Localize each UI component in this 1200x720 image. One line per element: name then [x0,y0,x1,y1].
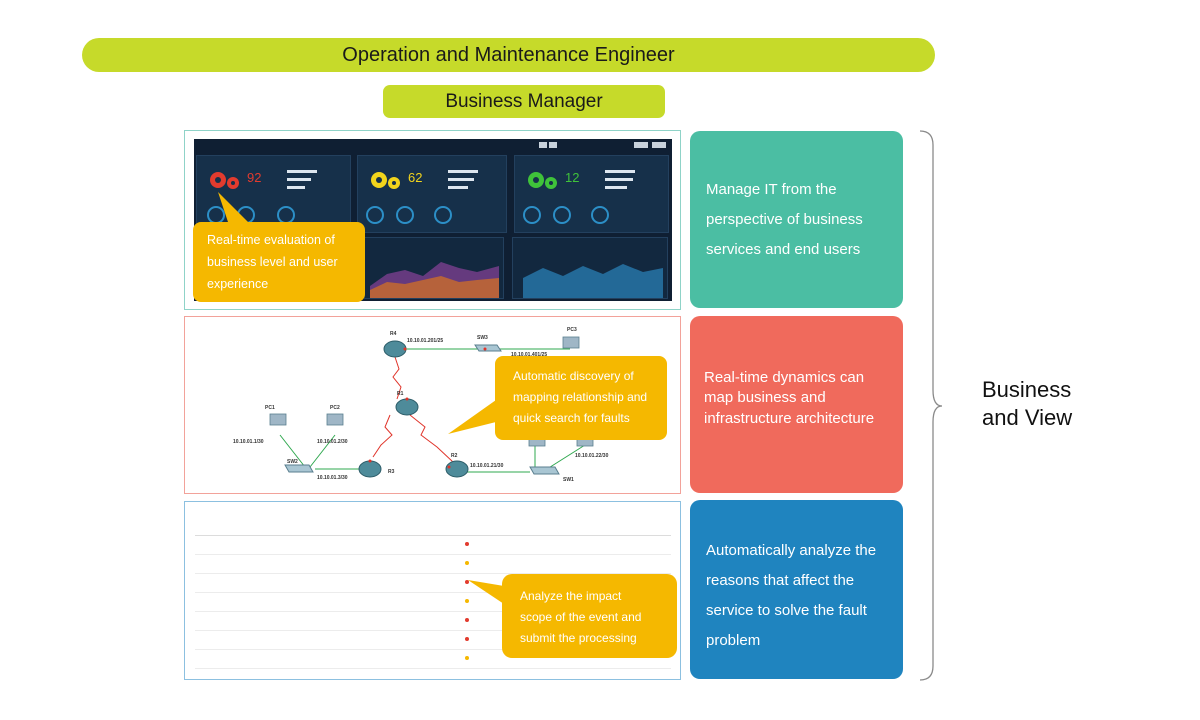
ring-gauge [591,206,609,224]
status-dot [465,542,469,546]
callout-text: Analyze the impact scope of the event an… [520,589,642,645]
node-label: PC2 [330,405,340,411]
metric-bar [287,178,311,181]
table-row [195,536,671,555]
callout-pointer [468,580,504,604]
feature-text: Automatically analyze the reasons that a… [706,542,877,649]
area-chart-graphic [523,264,663,298]
ring-gauge [434,206,452,224]
feature-text: Real-time dynamics can map business and … [704,369,875,427]
callout-pointer [218,192,248,222]
pc-icon [562,336,580,349]
switch-icon [474,344,502,352]
status-dot [465,599,469,603]
table-row [195,593,671,612]
node-label: R3 [388,469,395,475]
role-bar-om-engineer: Operation and Maintenance Engineer [82,38,935,72]
router-icon [395,398,419,416]
dashboard-btn-icon [549,142,557,148]
metric-bar [287,186,305,189]
router-icon [383,340,407,358]
metric-bar [448,186,468,189]
gear-icon [528,172,557,189]
side-label-line: Business [982,377,1072,402]
node-label: SW2 [287,459,298,465]
service-card: 12 [514,155,669,233]
callout-pointer [448,400,496,434]
metric-bar [448,178,474,181]
status-dot [465,618,469,622]
table-row [195,612,671,631]
role-bar-business-manager-label: Business Manager [445,90,603,112]
right-brace [919,130,943,681]
address-label: 10.10.01.3/30 [317,475,348,481]
metric-bar [287,170,317,173]
score-value: 62 [408,170,423,185]
node-label: PC1 [265,405,275,411]
address-label: 10.10.01.401/25 [511,352,547,358]
callout-impact-analysis: Analyze the impact scope of the event an… [502,574,677,658]
feature-manage-it: Manage IT from the perspective of busine… [690,131,903,308]
metric-bar [448,170,478,173]
callout-text: Real-time evaluation of business level a… [207,233,338,291]
node-label: R2 [451,453,458,459]
network-topology-graphic: R4 SW3 PC3 R1 PC1 PC2 SW2 R3 R2 SW1 10.1… [233,327,609,483]
metric-bar [605,186,627,189]
router-icon [358,460,382,478]
ring-gauge [553,206,571,224]
status-dot [465,637,469,641]
router-icon [445,460,469,478]
feature-realtime-dynamics: Real-time dynamics can map business and … [690,316,903,493]
table-header-row [195,517,671,536]
score-value: 92 [247,170,262,185]
node-label: PC3 [567,327,577,333]
switch-icon [529,466,560,475]
node-label: SW1 [563,477,574,483]
feature-auto-analyze: Automatically analyze the reasons that a… [690,500,903,679]
metric-bar [605,178,633,181]
table-row [195,574,671,593]
gear-icon [210,172,239,189]
address-label: 10.10.01.1/30 [233,439,264,445]
node-label: SW3 [477,335,488,341]
pc-icon [269,413,287,426]
ring-gauge [396,206,414,224]
trend-chart [512,237,668,299]
dashboard-btn-icon [539,142,547,148]
address-label: 10.10.01.22/30 [575,453,609,459]
dashboard-btn-icon [634,142,648,148]
status-dot [465,580,469,584]
pc-icon [326,413,344,426]
address-label: 10.10.01.2/30 [317,439,348,445]
callout-auto-discovery: Automatic discovery of mapping relations… [495,356,667,440]
switch-icon [284,464,314,473]
side-label-line: and View [982,404,1073,430]
score-value: 12 [565,170,580,185]
callout-text: Automatic discovery of mapping relations… [513,369,648,425]
address-label: 10.10.01.201/25 [407,338,443,344]
address-label: 10.10.01.21/30 [470,463,504,469]
side-label: Business and View [982,376,1072,431]
area-chart-graphic [370,262,499,298]
ring-gauge [523,206,541,224]
table-row [195,650,671,669]
feature-text: Manage IT from the perspective of busine… [706,181,863,258]
table-row [195,555,671,574]
service-card: 62 [357,155,507,233]
metric-bar [605,170,635,173]
ring-gauge [366,206,384,224]
status-dot [465,561,469,565]
role-bar-business-manager: Business Manager [383,85,665,118]
callout-realtime-evaluation: Real-time evaluation of business level a… [193,222,365,302]
node-label: R4 [390,331,397,337]
status-dot [465,656,469,660]
table-row [195,631,671,650]
node-label: R1 [397,391,404,397]
gear-icon [371,172,400,189]
role-bar-om-engineer-label: Operation and Maintenance Engineer [342,43,675,66]
dashboard-btn-icon [652,142,666,148]
trend-chart [364,237,504,299]
